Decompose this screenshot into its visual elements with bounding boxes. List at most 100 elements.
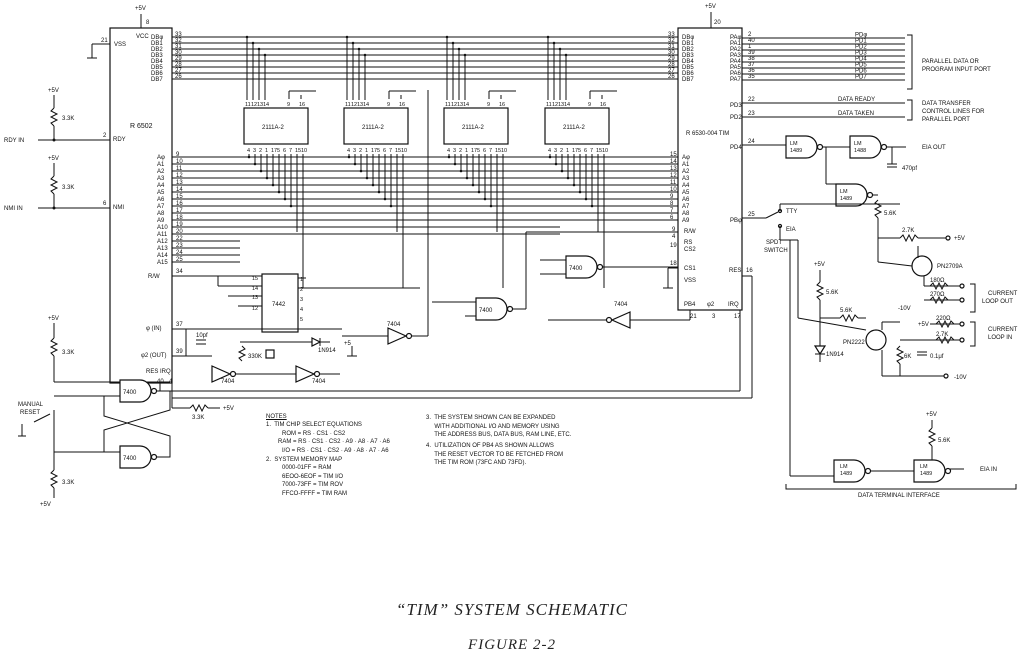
tim-data-pin-label: DB1 <box>682 41 694 47</box>
reset-vcc-bottom: +5V <box>40 502 51 508</box>
tim-pa-pin-number: 36 <box>748 68 755 74</box>
handshake-line2: CONTROL LINES FOR <box>922 109 985 115</box>
tim-data-pin-number: 27 <box>668 68 675 74</box>
cpu-addr-pin-label: A1 <box>157 162 165 168</box>
ram-addr-junction <box>572 183 576 187</box>
ram-addr-junction <box>459 169 463 173</box>
loop-out-l2: LOOP OUT <box>982 299 1013 305</box>
tim-addr-pin-number: 13 <box>670 166 677 172</box>
eia-plus5-b: +5V <box>814 262 825 268</box>
cpu-data-pin-number: 32 <box>175 38 182 44</box>
tim-pa-pin-label: PA1 <box>730 41 742 47</box>
lm1488-l1: LM <box>854 141 862 147</box>
eia-out-label: EIA OUT <box>922 145 946 151</box>
note-1a: ROM = RS · CS1 · CS2 <box>282 430 346 437</box>
data-taken-label: DATA TAKEN <box>838 111 874 117</box>
gate-7404-b: 7404 <box>295 365 326 385</box>
ram-top-pin: 13 <box>257 102 263 108</box>
ram-addr-junction <box>265 176 269 180</box>
note-1c: I/O = RS · CS1 · CS2 · A9 · A8 · A7 · A6 <box>282 447 389 454</box>
port-d-line-label: PD5 <box>855 63 867 69</box>
tim-addr-pin-label: A2 <box>682 169 690 175</box>
cpu-addr-pin-label: A15 <box>157 260 168 266</box>
gate-7404-pb4: 7404 <box>548 302 691 329</box>
ram-bottom-pin: 6 <box>584 148 587 154</box>
ram-top-pin: 13 <box>357 102 363 108</box>
ram-addr-junction <box>247 155 251 159</box>
cpu-addr-pin-number: 11 <box>176 166 183 172</box>
gate-7404-clk-label: 7404 <box>387 322 401 328</box>
cpu-data-pin-label: DB2 <box>151 47 163 53</box>
decoder-in-15: 15 <box>252 276 258 282</box>
ram-addr-junction <box>389 204 393 208</box>
ram-bottom-pin: 17 <box>371 148 377 154</box>
eia-switch-eia: EIA <box>786 227 796 233</box>
cpu-addr-pin-number: 14 <box>176 187 183 193</box>
tim-pa-pin-label: PA4 <box>730 59 742 65</box>
ram-addr-junction <box>578 190 582 194</box>
lm1489-a-l2: 1489 <box>790 148 802 154</box>
ram-data-junction <box>351 41 355 45</box>
tim-pa-pin-number: 39 <box>748 50 755 56</box>
ram-addr-junction <box>359 169 363 173</box>
tim-addr-pin-label: Aφ <box>682 155 690 161</box>
reset-label-2: RESET <box>20 410 40 416</box>
ram-addr-junction <box>590 204 594 208</box>
ram-addr-junction <box>483 197 487 201</box>
ram-data-junction <box>457 47 461 51</box>
note-2c: 7000-73FF = TIM ROV <box>282 482 344 489</box>
cpu-rdy-label: RDY <box>113 137 126 143</box>
ram-data-junction <box>552 41 556 45</box>
loop-out-l1: CURRENT <box>988 291 1018 297</box>
tim-pa-pin-number: 38 <box>748 56 755 62</box>
transistor-a-label: PN2709A <box>937 264 963 270</box>
ram-addr-junction <box>383 197 387 201</box>
cpu-pin-21: 21 <box>101 38 108 44</box>
port-d-line-label: PD3 <box>855 51 867 57</box>
clock-circuit: 10pf 330K 1N914 +5 <box>172 328 357 375</box>
note-2b: 6EOO-6EOF = TIM I/O <box>282 473 344 480</box>
decoder-name: 7442 <box>272 302 286 308</box>
ram-chip-name: 2111A-2 <box>462 125 484 131</box>
ram-addr-junction <box>377 190 381 194</box>
ram-bottom-pin: 15 <box>295 148 301 154</box>
gate-7400-cs: 7400 <box>540 255 678 279</box>
cpu-data-pin-number: 29 <box>175 56 182 62</box>
ram-addr-junction <box>471 183 475 187</box>
reset-vcc-irq: +5V <box>223 406 234 412</box>
gate-7404-pb4-label: 7404 <box>614 302 628 308</box>
ram-addr-junction <box>365 176 369 180</box>
cpu-data-pin-label: DB6 <box>151 71 163 77</box>
eia-r6k: 6K <box>904 354 911 360</box>
ram-data-junction <box>345 35 349 39</box>
tim-data-pin-label: DB5 <box>682 65 694 71</box>
cpu-addr-pin-label: A5 <box>157 190 165 196</box>
ram-data-junction <box>263 53 267 57</box>
cpu-addr-pin-number: 23 <box>176 243 183 249</box>
transistor-b-label: PN2222 <box>843 340 865 346</box>
cpu-addr-pin-number: 24 <box>176 250 183 256</box>
cpu-addr-pin-number: 17 <box>176 208 183 214</box>
tim-6530: R 6530-004 TIM +5V 20 DBφ33DB132DB231DB3… <box>663 4 991 320</box>
tim-cs1-label: CS1 <box>684 266 696 272</box>
tim-pa-pin-label: PA6 <box>730 71 742 77</box>
system-buses <box>172 36 905 263</box>
cpu-data-pin-number: 33 <box>175 32 182 38</box>
tim-addr-pin-number: 10 <box>670 187 677 193</box>
tim-cs2-label: CS2 <box>684 247 696 253</box>
cpu-addr-pin-label: A10 <box>157 225 168 231</box>
schematic-title: “TIM” SYSTEM SCHEMATIC <box>395 600 628 619</box>
tim-pa-pin-number: 1 <box>748 44 752 50</box>
ram-top-pin: 16 <box>600 102 606 108</box>
cpu-addr-pin-label: A7 <box>157 204 165 210</box>
tim-pin-22: 22 <box>748 97 755 103</box>
cpu-vcc-label: VCC <box>136 34 149 40</box>
reset-label-1: MANUAL <box>18 402 44 408</box>
tim-addr-pin-label: A6 <box>682 197 690 203</box>
cpu-data-pin-label: DB7 <box>151 77 163 83</box>
ram-chip-name: 2111A-2 <box>262 125 284 131</box>
switch-l1: SPDT <box>766 240 782 246</box>
